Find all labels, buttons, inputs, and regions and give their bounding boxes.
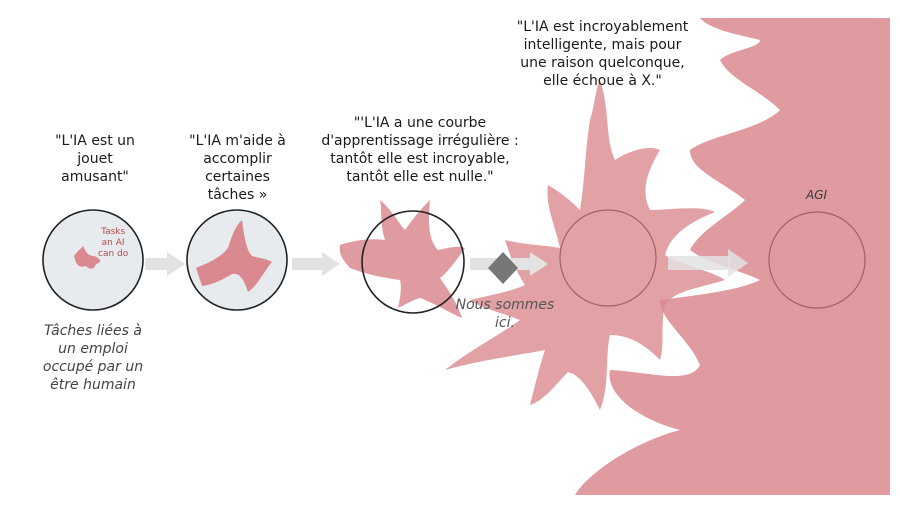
- capability-blob-stage2: [196, 220, 272, 292]
- human-jobs-circle-3: [361, 210, 465, 314]
- arrow-1: [145, 252, 185, 276]
- agi-label: AGI: [806, 188, 828, 202]
- arrow-2: [292, 252, 340, 276]
- human-jobs-caption: Tâches liées à un emploi occupé par un ê…: [42, 323, 144, 393]
- quote-stage-3: "'L'IA a une courbe d'apprentissage irré…: [321, 115, 519, 185]
- capability-blob-stage3: [339, 200, 465, 318]
- quote-stage-4: "L'IA est incroyablement intelligente, m…: [516, 19, 689, 89]
- we-are-here-marker: [488, 252, 518, 284]
- tasks-label: Tasks an AI can do: [98, 227, 129, 259]
- quote-stage-2: "L'IA m'aide à accomplir certaines tâche…: [189, 133, 286, 203]
- we-are-here-label: Nous sommes ici.: [455, 297, 555, 331]
- human-jobs-circle-4: [559, 209, 657, 307]
- quote-stage-1: "L'IA est un jouet amusant": [55, 133, 135, 185]
- small-capability-blob: [74, 246, 101, 269]
- capability-blob-stage4: [445, 80, 725, 410]
- arrow-4: [668, 249, 748, 277]
- agi-circle: [768, 211, 866, 309]
